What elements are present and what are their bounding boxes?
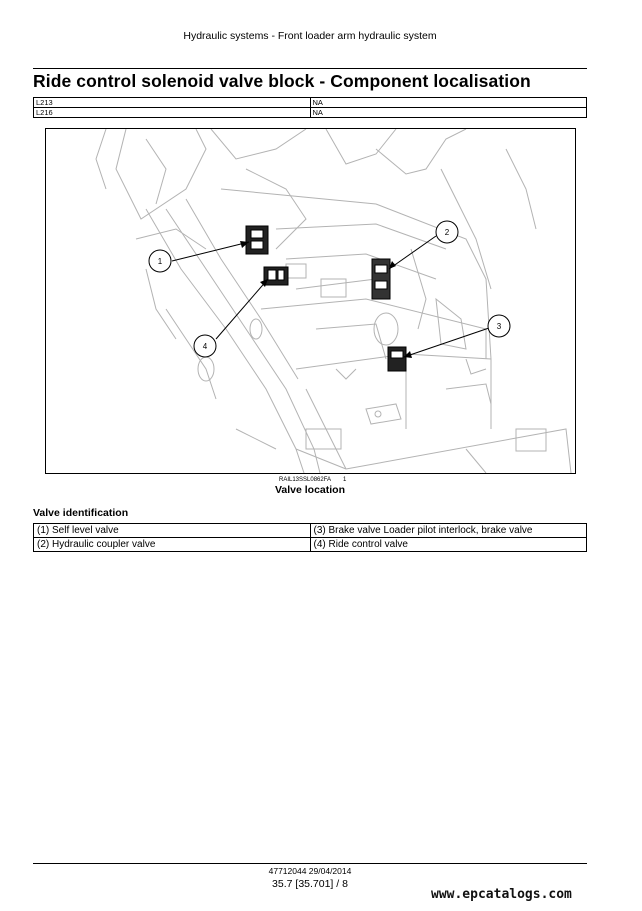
table-row: (1) Self level valve (3) Brake valve Loa… [33,523,587,538]
section-header: Hydraulic systems - Front loader arm hyd… [183,30,437,42]
leader-line-3 [403,327,490,358]
watermark: www.epcatalogs.com [431,887,572,902]
callout-1: 1 [148,249,172,273]
table-cell: (3) Brake valve Loader pilot interlock, … [309,523,587,538]
table-cell: (4) Ride control valve [309,537,587,552]
hydraulic-coupler-valve [371,258,391,300]
figure-caption: Valve location [274,484,346,496]
footer-rule [33,863,587,864]
code-cell: L216 [33,107,311,118]
callout-bubbles: 1 2 3 4 [148,220,511,358]
page-title: Ride control solenoid valve block - Comp… [33,71,531,91]
callout-label: 4 [203,342,208,351]
callout-leaders [171,235,490,358]
valve-identification-table: (1) Self level valve (3) Brake valve Loa… [33,523,587,552]
title-rule [33,68,587,69]
self-level-valve [245,225,269,255]
callout-3: 3 [487,314,511,338]
table-row: L213 NA [33,97,587,108]
valve-location-figure: 1 2 3 4 [45,128,576,474]
value-cell: NA [309,97,587,108]
frame-linework [95,129,572,473]
brake-valve [387,346,407,372]
table-row: (2) Hydraulic coupler valve (4) Ride con… [33,537,587,552]
table-cell: (2) Hydraulic coupler valve [33,537,311,552]
code-cell: L213 [33,97,311,108]
callout-2: 2 [435,220,459,244]
machine-frame-drawing: 1 2 3 4 [95,129,572,473]
figure-reference: RAIL13SSL0862FA 1 [279,477,346,483]
value-cell: NA [309,107,587,118]
code-table: L213 NA L216 NA [33,97,587,118]
page-reference: 35.7 [35.701] / 8 [272,878,348,890]
table-row: L216 NA [33,107,587,118]
leader-line-4 [215,278,269,340]
callout-label: 1 [158,257,163,266]
callout-label: 2 [445,228,450,237]
valve-components [245,225,407,372]
table-cell: (1) Self level valve [33,523,311,538]
leader-line-1 [171,241,250,262]
document-reference: 47712044 29/04/2014 [268,866,352,876]
ride-control-valve [263,266,289,286]
leader-arrowheads [240,241,412,358]
callout-4: 4 [193,334,217,358]
leader-line-2 [388,235,437,270]
callout-label: 3 [497,322,502,331]
figure-ref-code: RAIL13SSL0862FA [279,477,332,483]
figure-number: 1 [343,477,347,483]
valve-identification-heading: Valve identification [33,507,129,519]
